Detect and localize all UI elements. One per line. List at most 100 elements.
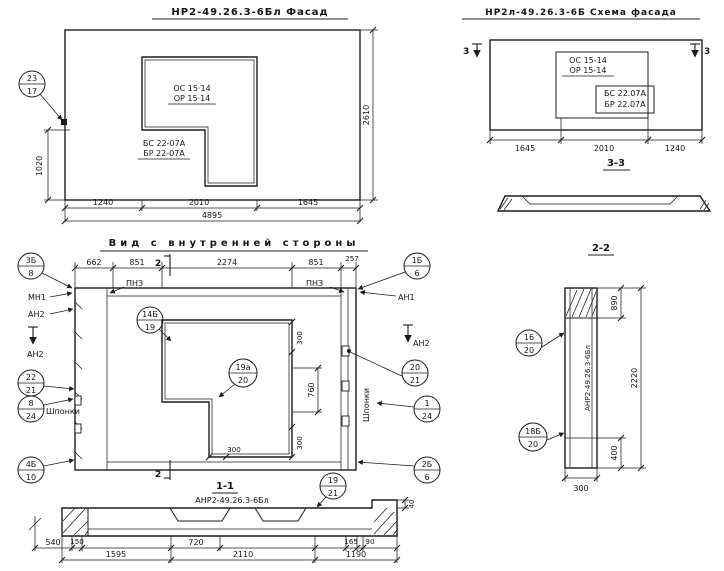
datum-arrow-right — [403, 324, 413, 343]
label-mn1: МН1 — [28, 291, 73, 302]
callout-8-24: 8 24 — [17, 395, 74, 423]
schema-drawing: НР2л-49.26.3-6Б Схема фасада 3 3 ОС 15-1… — [462, 8, 710, 153]
pnz-label-right: ПНЗ — [306, 279, 345, 293]
dim-40: 40 — [397, 496, 416, 512]
facade-drawing: НР2-49.26.3-6Бл Фасад ОС 15·14 ОР 15·14 … — [18, 7, 378, 225]
callout-top: 3Б — [26, 256, 37, 265]
facade-or-label: ОР 15·14 — [174, 94, 211, 103]
section-1-1-profile — [61, 499, 398, 537]
callout-bottom: 21 — [328, 489, 338, 498]
schema-bottom-dims: 1645 2010 1240 — [486, 118, 706, 153]
extension-lines — [564, 468, 598, 482]
dim-851-right: 851 — [308, 258, 323, 267]
interior-opening-outline — [161, 319, 293, 458]
facade-bs-label: БС 22-07А — [143, 139, 186, 148]
dim-ticks — [617, 434, 625, 472]
extension-lines — [489, 118, 703, 144]
label-an2-left-1: АН2 — [28, 307, 74, 319]
callout-leader — [541, 332, 565, 348]
anchor-mark — [61, 119, 67, 125]
schema-opening-outline — [555, 51, 649, 119]
pnz-text: ПНЗ — [126, 279, 143, 288]
callout-top: 22 — [26, 373, 36, 382]
facade-panel-outline — [64, 29, 361, 201]
callout-top: 4Б — [26, 460, 37, 469]
facade-br-label: БР 22-07А — [143, 149, 185, 158]
dim-662: 662 — [86, 258, 101, 267]
section-1-1-title: 1-1 — [216, 481, 234, 492]
callout-leader — [43, 397, 74, 406]
schema-or-label: ОР 15-14 — [570, 66, 607, 75]
dim-720: 720 — [188, 538, 203, 547]
label-shponki-left: Шпонки — [46, 407, 80, 416]
section-3-3-profile — [496, 195, 712, 212]
dim-90: 90 — [365, 537, 375, 546]
callout-top: 8 — [28, 399, 33, 408]
callout-leader — [158, 328, 172, 342]
dim-40-label: 40 — [407, 499, 416, 509]
callout-16-20: 16 20 — [515, 329, 565, 357]
key-mark-right — [341, 380, 350, 392]
opening-edge-dims: 300 300 300 760 — [205, 318, 322, 461]
callout-leader — [316, 496, 327, 508]
dim-ticks — [71, 264, 360, 272]
dim-257: 257 — [345, 254, 359, 263]
left-edge-hatch — [74, 301, 83, 460]
dim-890-label: 890 — [610, 295, 619, 310]
cut-mark-3-left: 3 — [463, 43, 482, 58]
facade-opening-outline — [141, 56, 258, 187]
section-3-3: 3-3 — [496, 158, 712, 212]
callout-bottom: 10 — [26, 473, 36, 482]
profile-recesses — [169, 507, 307, 522]
dim-1645: 1645 — [515, 144, 535, 153]
extension-lines — [64, 200, 361, 222]
callout-leader — [349, 351, 403, 377]
callout-bottom: 20 — [528, 440, 538, 449]
mn1-leader — [49, 291, 73, 298]
key-mark-left — [74, 395, 82, 406]
dim-2220-label: 2220 — [630, 368, 639, 388]
facade-bottom-dims: 1240 2010 1645 4895 — [61, 198, 364, 225]
facade-title: НР2-49.26.3-6Бл Фасад — [171, 7, 328, 18]
callout-19a-20: 19а 20 — [218, 358, 258, 398]
an1-text: АН1 — [398, 293, 415, 302]
cut-mark-3-right: 3 — [690, 43, 710, 58]
extension-lines — [74, 262, 357, 288]
callout-leader — [41, 272, 73, 289]
section-2-2: 2-2 АНР2-49.26.3-6Бл 890 2220 400 — [515, 243, 646, 493]
dim-165: 165 — [344, 537, 358, 546]
label-an2-right: АН2 — [413, 339, 430, 348]
callout-bottom: 17 — [27, 87, 37, 96]
label-an1: АН1 — [359, 289, 415, 302]
cut-label: 2 — [155, 470, 161, 480]
dim-ticks — [637, 284, 645, 472]
dim-300-bottom: 300 — [561, 468, 601, 493]
dim-300-lower: 300 — [295, 436, 304, 450]
dim-890: 890 — [597, 284, 646, 322]
facade-opening-inner-line — [144, 59, 255, 184]
section-1-1: 1-1 АНР2-49.26.3-6Бл 540 150 720 165 90 … — [28, 481, 416, 564]
callout-top: 16 — [524, 333, 534, 342]
callout-top: 18Б — [525, 427, 541, 436]
callout-leader — [43, 385, 75, 392]
dim-1020: 1020 — [35, 156, 44, 176]
interior-panel-joint-lines — [106, 288, 349, 470]
callout-bottom: 21 — [26, 386, 36, 395]
callout-bottom: 19 — [145, 323, 155, 332]
section-2-2-title: 2-2 — [592, 243, 610, 254]
callout-bottom: 20 — [238, 376, 248, 385]
pnz-label-left: ПНЗ — [109, 279, 143, 294]
dim-1240: 1240 — [93, 198, 113, 207]
callout-18b-20: 18Б 20 — [518, 422, 565, 452]
cut-label: 3 — [463, 47, 469, 57]
schema-title: НР2л-49.26.3-6Б Схема фасада — [485, 8, 677, 18]
extension-lines — [397, 499, 409, 509]
callout-top: 19 — [328, 476, 338, 485]
top-block-hatch — [565, 288, 598, 318]
interior-view: Вид с внутренней стороны 662 851 2274 85… — [17, 238, 441, 508]
schema-br-label: БР 22.07А — [604, 100, 646, 109]
interior-top-dims: 662 851 2274 851 257 — [71, 254, 360, 288]
panel-section-outline — [564, 287, 598, 469]
callout-leader — [357, 271, 406, 290]
